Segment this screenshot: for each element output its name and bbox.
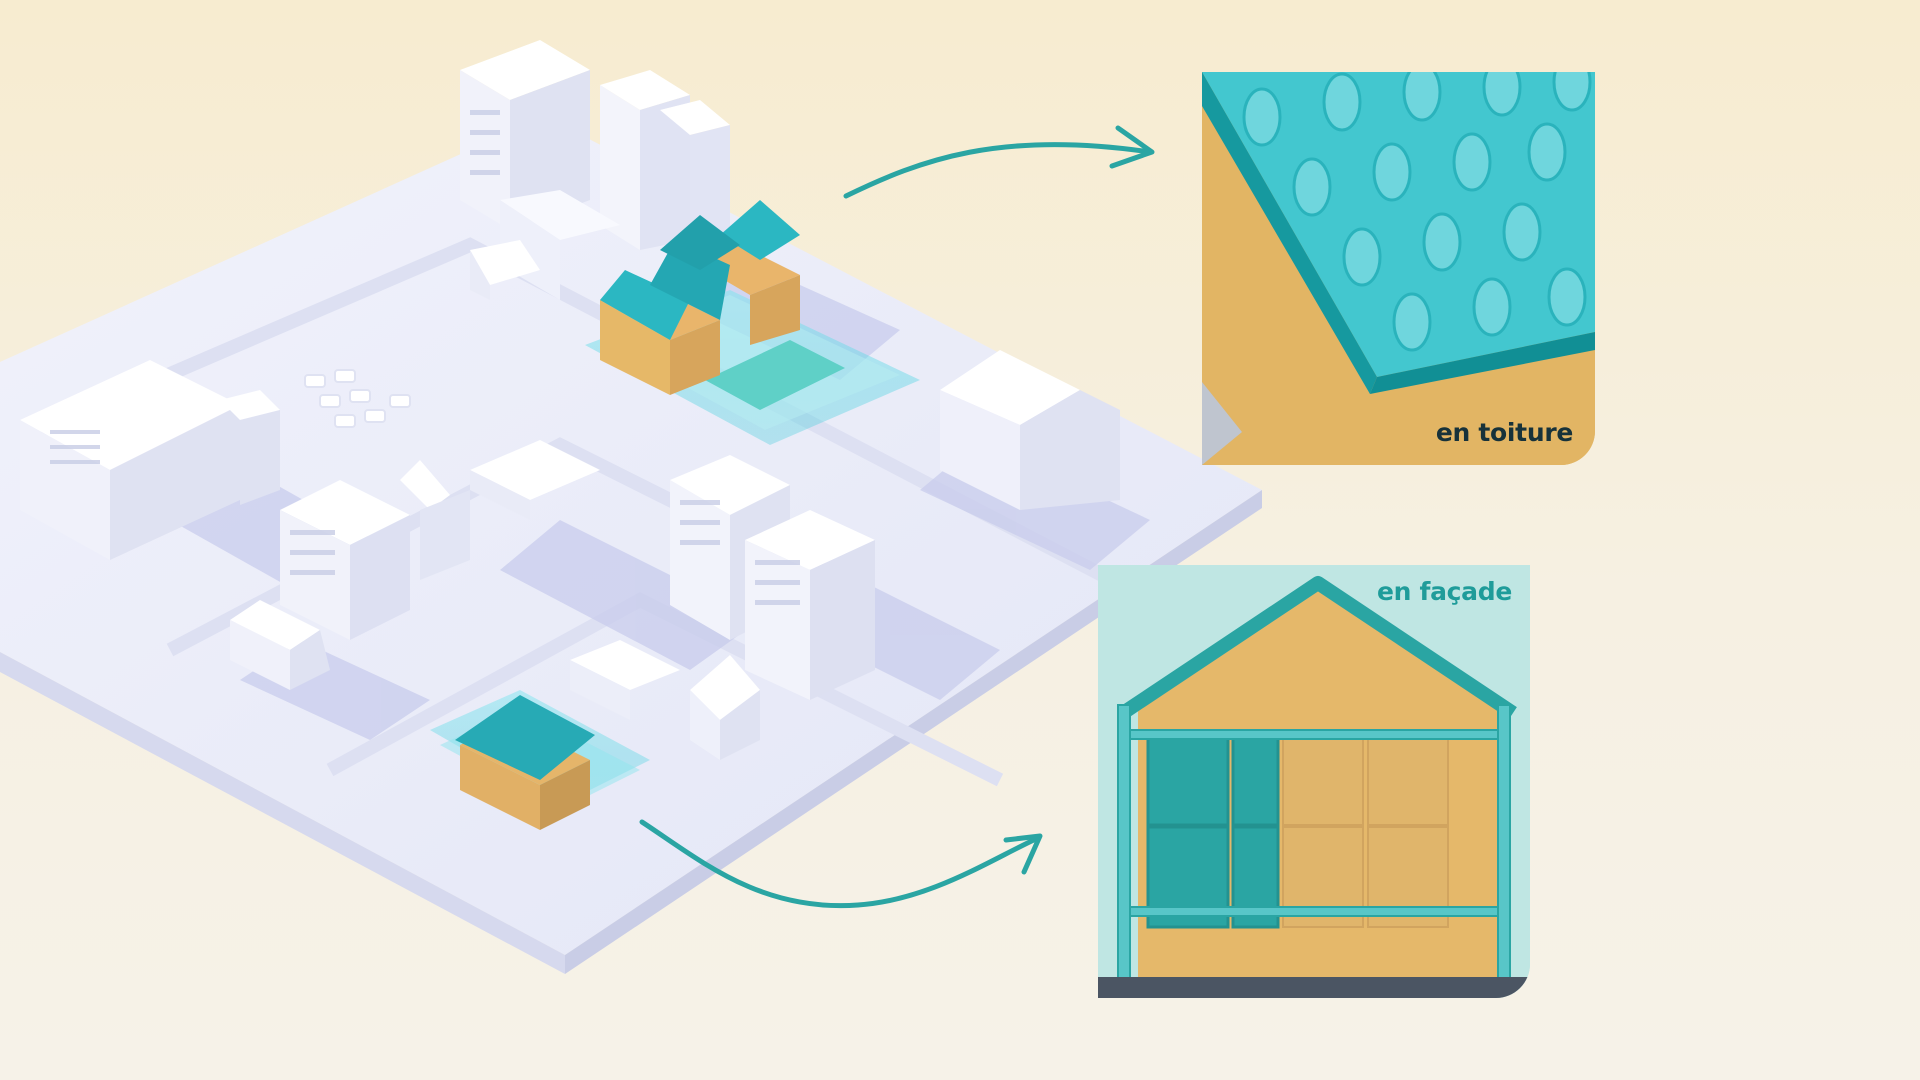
- roof-tiles-illustration: [1202, 72, 1595, 465]
- highlighted-garage: [430, 690, 650, 830]
- facade-detail-panel: en façade: [1098, 565, 1530, 998]
- arrow-to-facade-icon: [639, 819, 1043, 909]
- roof-detail-panel: en toiture: [1202, 72, 1595, 465]
- highlighted-house: [585, 200, 920, 445]
- facade-label: en façade: [1376, 577, 1512, 606]
- white-buildings: [20, 40, 1120, 760]
- facade-insulation-illustration: [1098, 565, 1530, 998]
- arrow-to-roof-icon: [843, 125, 1155, 199]
- roof-label: en toiture: [1435, 418, 1573, 447]
